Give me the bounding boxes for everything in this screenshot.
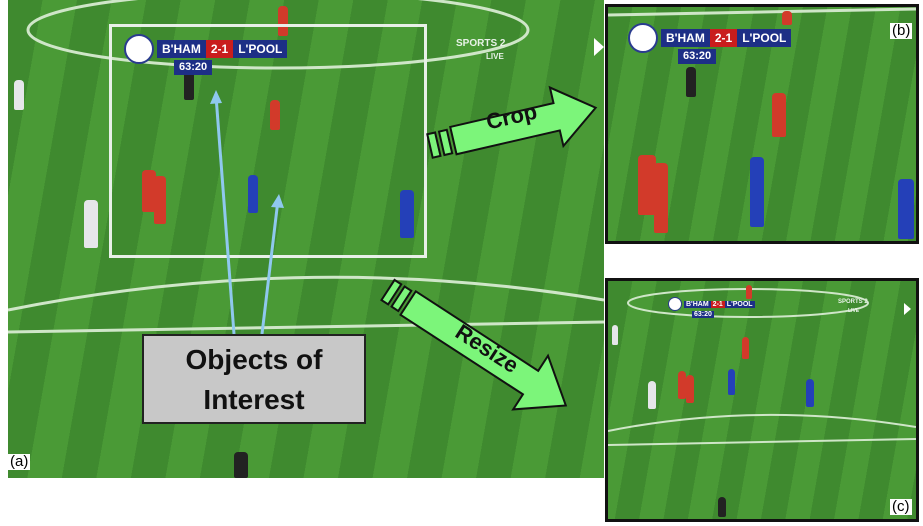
scoreboard: B'HAM 2-1 L'POOL [668, 297, 755, 311]
scoreboard: B'HAM 2-1 L'POOL [124, 34, 288, 64]
objects-label-line2: Interest [203, 384, 305, 415]
panel-b-label: (b) [890, 22, 913, 39]
home-team: B'HAM [157, 40, 206, 58]
match-clock: 63:20 [174, 60, 213, 75]
away-team: L'POOL [724, 300, 755, 308]
player-blue [806, 379, 814, 407]
play-arrow-icon [904, 303, 911, 315]
objects-of-interest-box: Objects of Interest [142, 334, 366, 424]
player-red [278, 6, 288, 36]
player-red [654, 163, 668, 233]
player-dark [686, 67, 696, 97]
pitch-line-lower [8, 320, 604, 334]
panel-b-cropped-frame: B'HAM 2-1 L'POOL 63:20 (b) [605, 4, 919, 244]
away-team: L'POOL [233, 40, 288, 58]
play-arrow-icon [594, 38, 604, 56]
center-circle-bottom [8, 275, 604, 312]
player-red [678, 371, 686, 399]
player-red [782, 11, 792, 25]
player-red [154, 176, 166, 224]
player-dark [718, 497, 726, 517]
away-team: L'POOL [737, 29, 792, 47]
broadcast-channel: SPORTS 2 [456, 38, 506, 49]
broadcast-status: LIVE [486, 52, 504, 61]
league-logo-icon [628, 23, 658, 53]
player-white [612, 325, 618, 345]
player-red [270, 100, 280, 130]
match-clock: 63:20 [692, 311, 714, 318]
player-dark [184, 70, 194, 100]
home-team: B'HAM [684, 300, 711, 308]
panel-c-resized-frame: B'HAM 2-1 L'POOL 63:20 SPORTS 2 LIVE (c) [605, 278, 919, 522]
player-red [772, 93, 786, 137]
objects-label-line1: Objects of [185, 344, 323, 375]
broadcast-channel: SPORTS 2 [838, 299, 868, 305]
home-team: B'HAM [661, 29, 710, 47]
panel-b-pitch-markings [608, 7, 916, 17]
league-logo-icon [668, 297, 682, 311]
broadcast-status: LIVE [848, 308, 860, 314]
player-red [742, 337, 749, 359]
center-circle-top [26, 0, 530, 70]
player-blue [400, 190, 414, 238]
player-white [84, 200, 98, 248]
player-blue [728, 369, 735, 395]
player-blue [750, 157, 764, 227]
match-score: 2-1 [709, 29, 738, 47]
player-red [746, 285, 752, 299]
league-logo-icon [124, 34, 154, 64]
panel-c-label: (c) [890, 498, 912, 515]
player-white [648, 381, 656, 409]
panel-a-label: (a) [8, 453, 31, 470]
match-clock: 63:20 [678, 49, 717, 64]
player-red [686, 375, 694, 403]
player-blue [898, 179, 914, 239]
player-red [142, 170, 156, 212]
player-white [14, 80, 24, 110]
player-red [638, 155, 656, 215]
match-score: 2-1 [710, 300, 725, 308]
player-blue [248, 175, 258, 213]
scoreboard: B'HAM 2-1 L'POOL [628, 23, 792, 53]
match-score: 2-1 [205, 40, 234, 58]
player-dark [234, 452, 248, 478]
crop-region-box [109, 24, 427, 258]
